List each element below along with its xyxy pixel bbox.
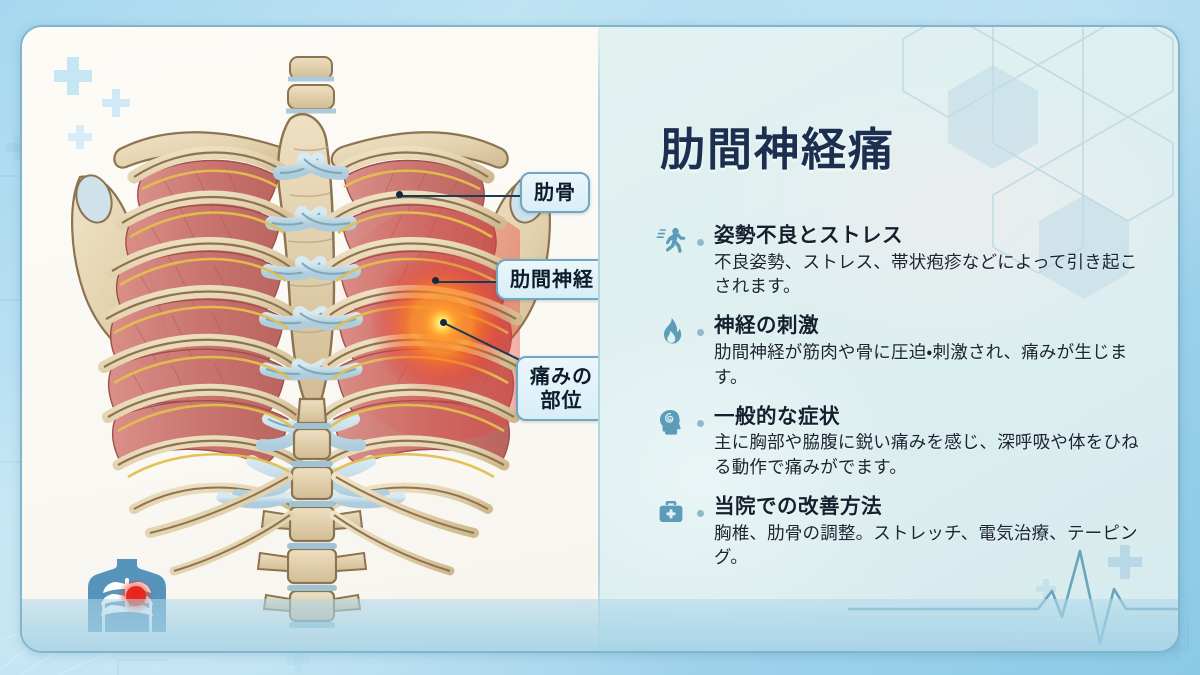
bullet-dot [697,509,704,517]
cross-icon [102,89,130,117]
flame-icon [656,316,686,346]
content-panel: 肋間神経痛 姿勢不良とストレス 不良姿勢、ストレス、帯状疱疹などによって引き起こ… [598,27,1178,651]
card-footer-band [22,599,1178,651]
leader-dot-rib [396,191,403,198]
content-list: 姿勢不良とストレス 不良姿勢、ストレス、帯状疱疹などによって引き起こされます。 … [650,223,1150,584]
item-heading: 一般的な症状 [714,403,840,428]
item-heading: 当院での改善方法 [714,493,882,518]
cross-icon [1036,579,1056,599]
running-person-icon [656,226,686,256]
item-body: 不良姿勢、ストレス、帯状疱疹などによって引き起こされます。 [714,252,1138,298]
item-body: 肋間神経が筋肉や骨に圧迫・刺激され、痛みが生じます。 [714,342,1128,388]
illustration-panel: 肋骨 肋間神経 痛みの 部位 [22,27,598,651]
leader-dot-pain [440,319,447,326]
list-item-nerve-irritation: 神経の刺激 肋間神経が筋肉や骨に圧迫・刺激され、痛みが生じます。 [650,313,1150,390]
medical-bag-icon [656,497,686,527]
leader-line-rib [400,195,538,197]
item-body: 胸椎、肋骨の調整。ストレッチ、電気治療、テーピング。 [714,523,1138,569]
leader-dot-nerve [432,277,439,284]
item-heading: 神経の刺激 [714,313,819,338]
cross-icon [54,57,92,95]
item-body: 主に胸部や脇腹に鋭い痛みを感じ、深呼吸や体をひねる動作で痛みがでます。 [714,433,1139,479]
info-card: 肋骨 肋間神経 痛みの 部位 [20,25,1180,653]
label-intercostal-nerve: 肋間神経 [496,259,598,300]
bullet-dot [697,239,704,246]
cross-icon [1108,545,1142,579]
bullet-dot [697,329,704,337]
label-pain-site: 痛みの 部位 [516,356,598,421]
bullet-dot [697,419,704,427]
head-brain-icon [656,407,686,437]
list-item-treatment: 当院での改善方法 胸椎、肋骨の調整。ストレッチ、電気治療、テーピング。 [650,494,1150,571]
cross-icon [68,125,92,149]
panel-divider [598,27,600,651]
item-heading: 姿勢不良とストレス [714,223,903,247]
list-item-cause: 姿勢不良とストレス 不良姿勢、ストレス、帯状疱疹などによって引き起こされます。 [650,223,1150,300]
list-item-symptoms: 一般的な症状 主に胸部や脇腹に鋭い痛みを感じ、深呼吸や体をひねる動作で痛みがでま… [650,404,1150,481]
page-title: 肋間神経痛 [660,123,896,176]
leader-line-nerve [436,281,502,283]
label-rib: 肋骨 [520,172,590,213]
